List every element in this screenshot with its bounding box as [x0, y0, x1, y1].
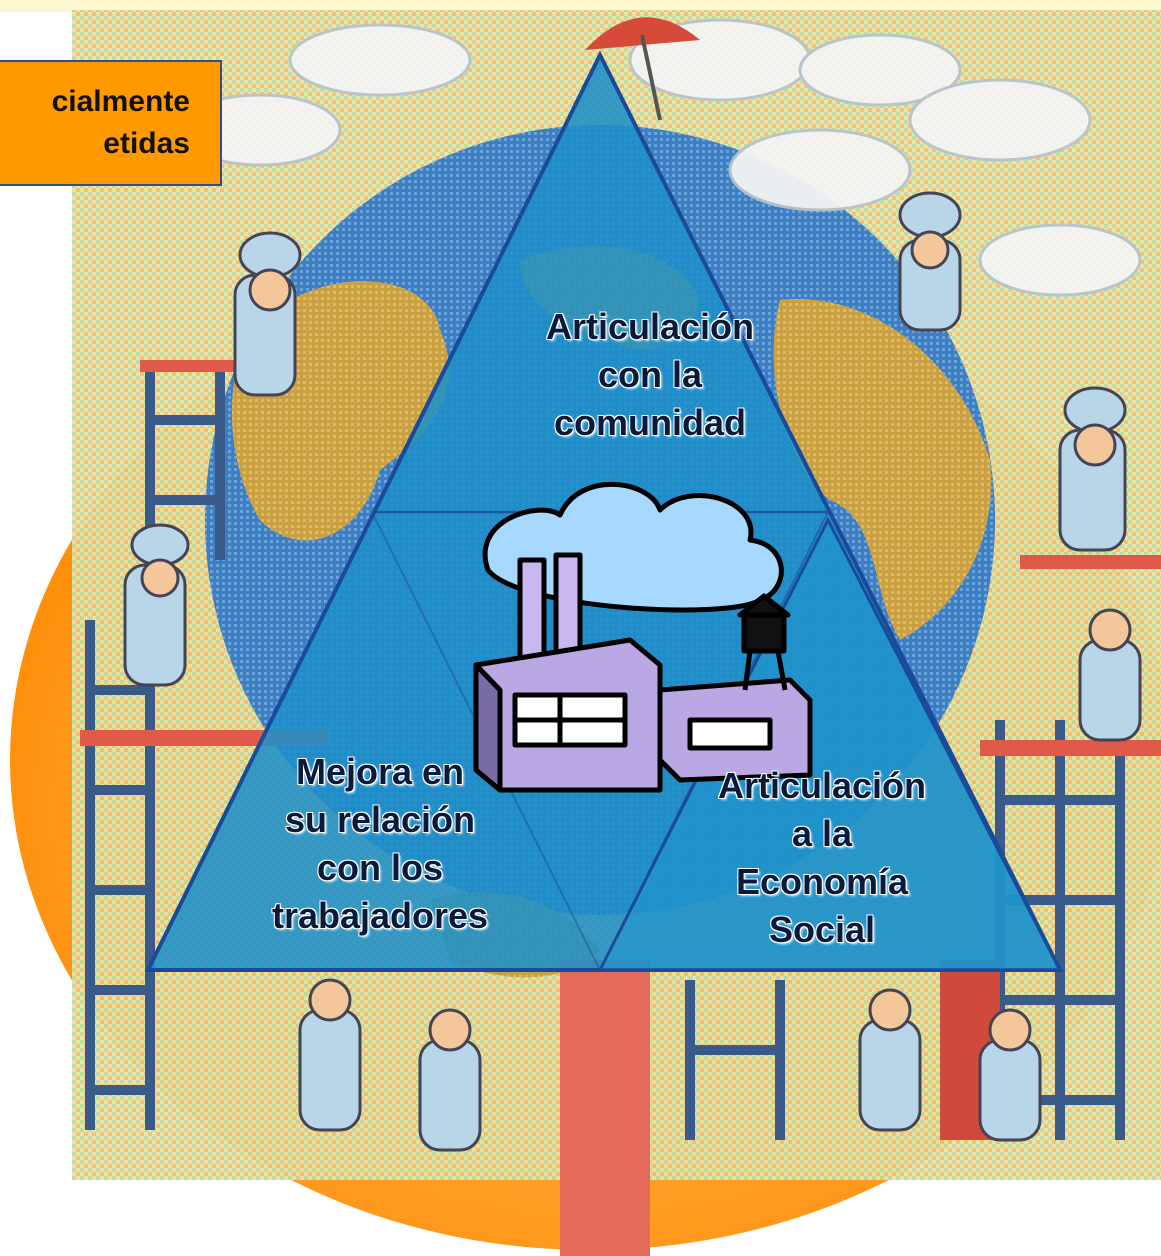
- label-line: su relación: [284, 799, 476, 840]
- header-box-line1: cialmente: [51, 85, 190, 118]
- label-line: Articulación: [717, 765, 927, 806]
- label-line: a la: [791, 813, 853, 854]
- label-right-social-economy: Articulación a la Economía Social: [642, 762, 1002, 954]
- header-box: cialmente etidas: [0, 60, 222, 186]
- label-line: Economía: [735, 861, 909, 902]
- header-box-line2: etidas: [103, 127, 190, 160]
- label-line: trabajadores: [271, 895, 489, 936]
- label-left-workers: Mejora en su relación con los trabajador…: [200, 748, 560, 940]
- continent-right: [773, 299, 992, 640]
- worker-figures: [123, 191, 1142, 1152]
- top-strip: [0, 0, 1161, 12]
- label-top-community: Articulación con la comunidad: [470, 303, 830, 447]
- label-line: Articulación: [545, 306, 755, 347]
- umbrella-icon: [585, 17, 700, 121]
- factory-icon: [473, 481, 813, 793]
- label-line: Mejora en: [295, 751, 465, 792]
- clouds: [178, 18, 1142, 297]
- label-line: con los: [316, 847, 444, 888]
- red-pillar: [560, 960, 650, 1256]
- label-line: con la: [597, 354, 703, 395]
- label-line: Social: [768, 909, 876, 950]
- label-line: comunidad: [553, 402, 746, 443]
